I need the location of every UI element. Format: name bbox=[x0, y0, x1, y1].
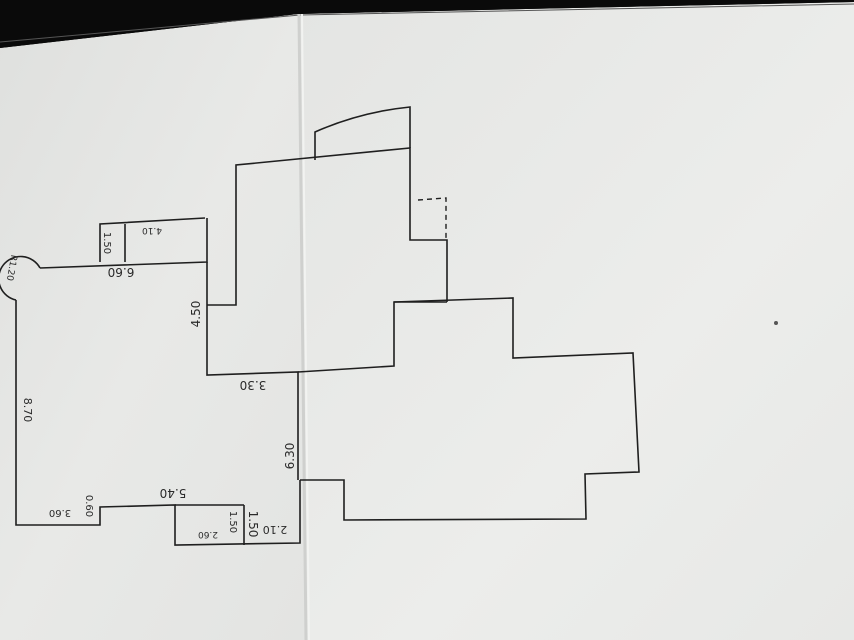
paper-fold-shadow bbox=[301, 13, 310, 640]
middle-step-wall bbox=[206, 262, 299, 480]
top-small-room bbox=[99, 217, 206, 262]
dim-label-2-60: 2.60 bbox=[198, 529, 218, 539]
paper-sheet-right bbox=[298, 2, 854, 640]
dashed-closet bbox=[417, 197, 447, 240]
radius-corner-arc bbox=[0, 255, 41, 301]
dim-label-3-30: 3.30 bbox=[240, 378, 267, 392]
dim-label-6-30: 6.30 bbox=[283, 443, 297, 470]
paper-fold-crease bbox=[297, 13, 308, 640]
east-block-outline bbox=[300, 297, 640, 521]
dim-label-1-50-top: 1.50 bbox=[101, 232, 112, 254]
dim-label-1-50-bottom: 1.50 bbox=[227, 511, 238, 533]
dark-background-top bbox=[0, 0, 854, 48]
right-block-outline bbox=[297, 301, 447, 373]
dim-label-4-10: 4.10 bbox=[142, 225, 162, 235]
dim-label-6-60: 6.60 bbox=[108, 265, 135, 279]
radius-label: R1.20 bbox=[4, 254, 18, 282]
dim-label-0-60: 0.60 bbox=[83, 495, 94, 517]
dim-label-5-40: 5.40 bbox=[160, 486, 187, 500]
dim-label-3-60: 3.60 bbox=[49, 507, 71, 518]
dim-label-1-50-bottom-outer: 1.50 bbox=[246, 511, 260, 538]
paper-sheet-left bbox=[0, 14, 305, 640]
dim-label-8-70: 8.70 bbox=[21, 398, 34, 423]
dim-label-2-10: 2.10 bbox=[263, 523, 288, 536]
top-bay-window bbox=[314, 106, 411, 160]
paper-speck bbox=[774, 321, 778, 325]
left-wing-west-wall bbox=[15, 300, 301, 546]
dim-label-4-50: 4.50 bbox=[189, 301, 203, 328]
